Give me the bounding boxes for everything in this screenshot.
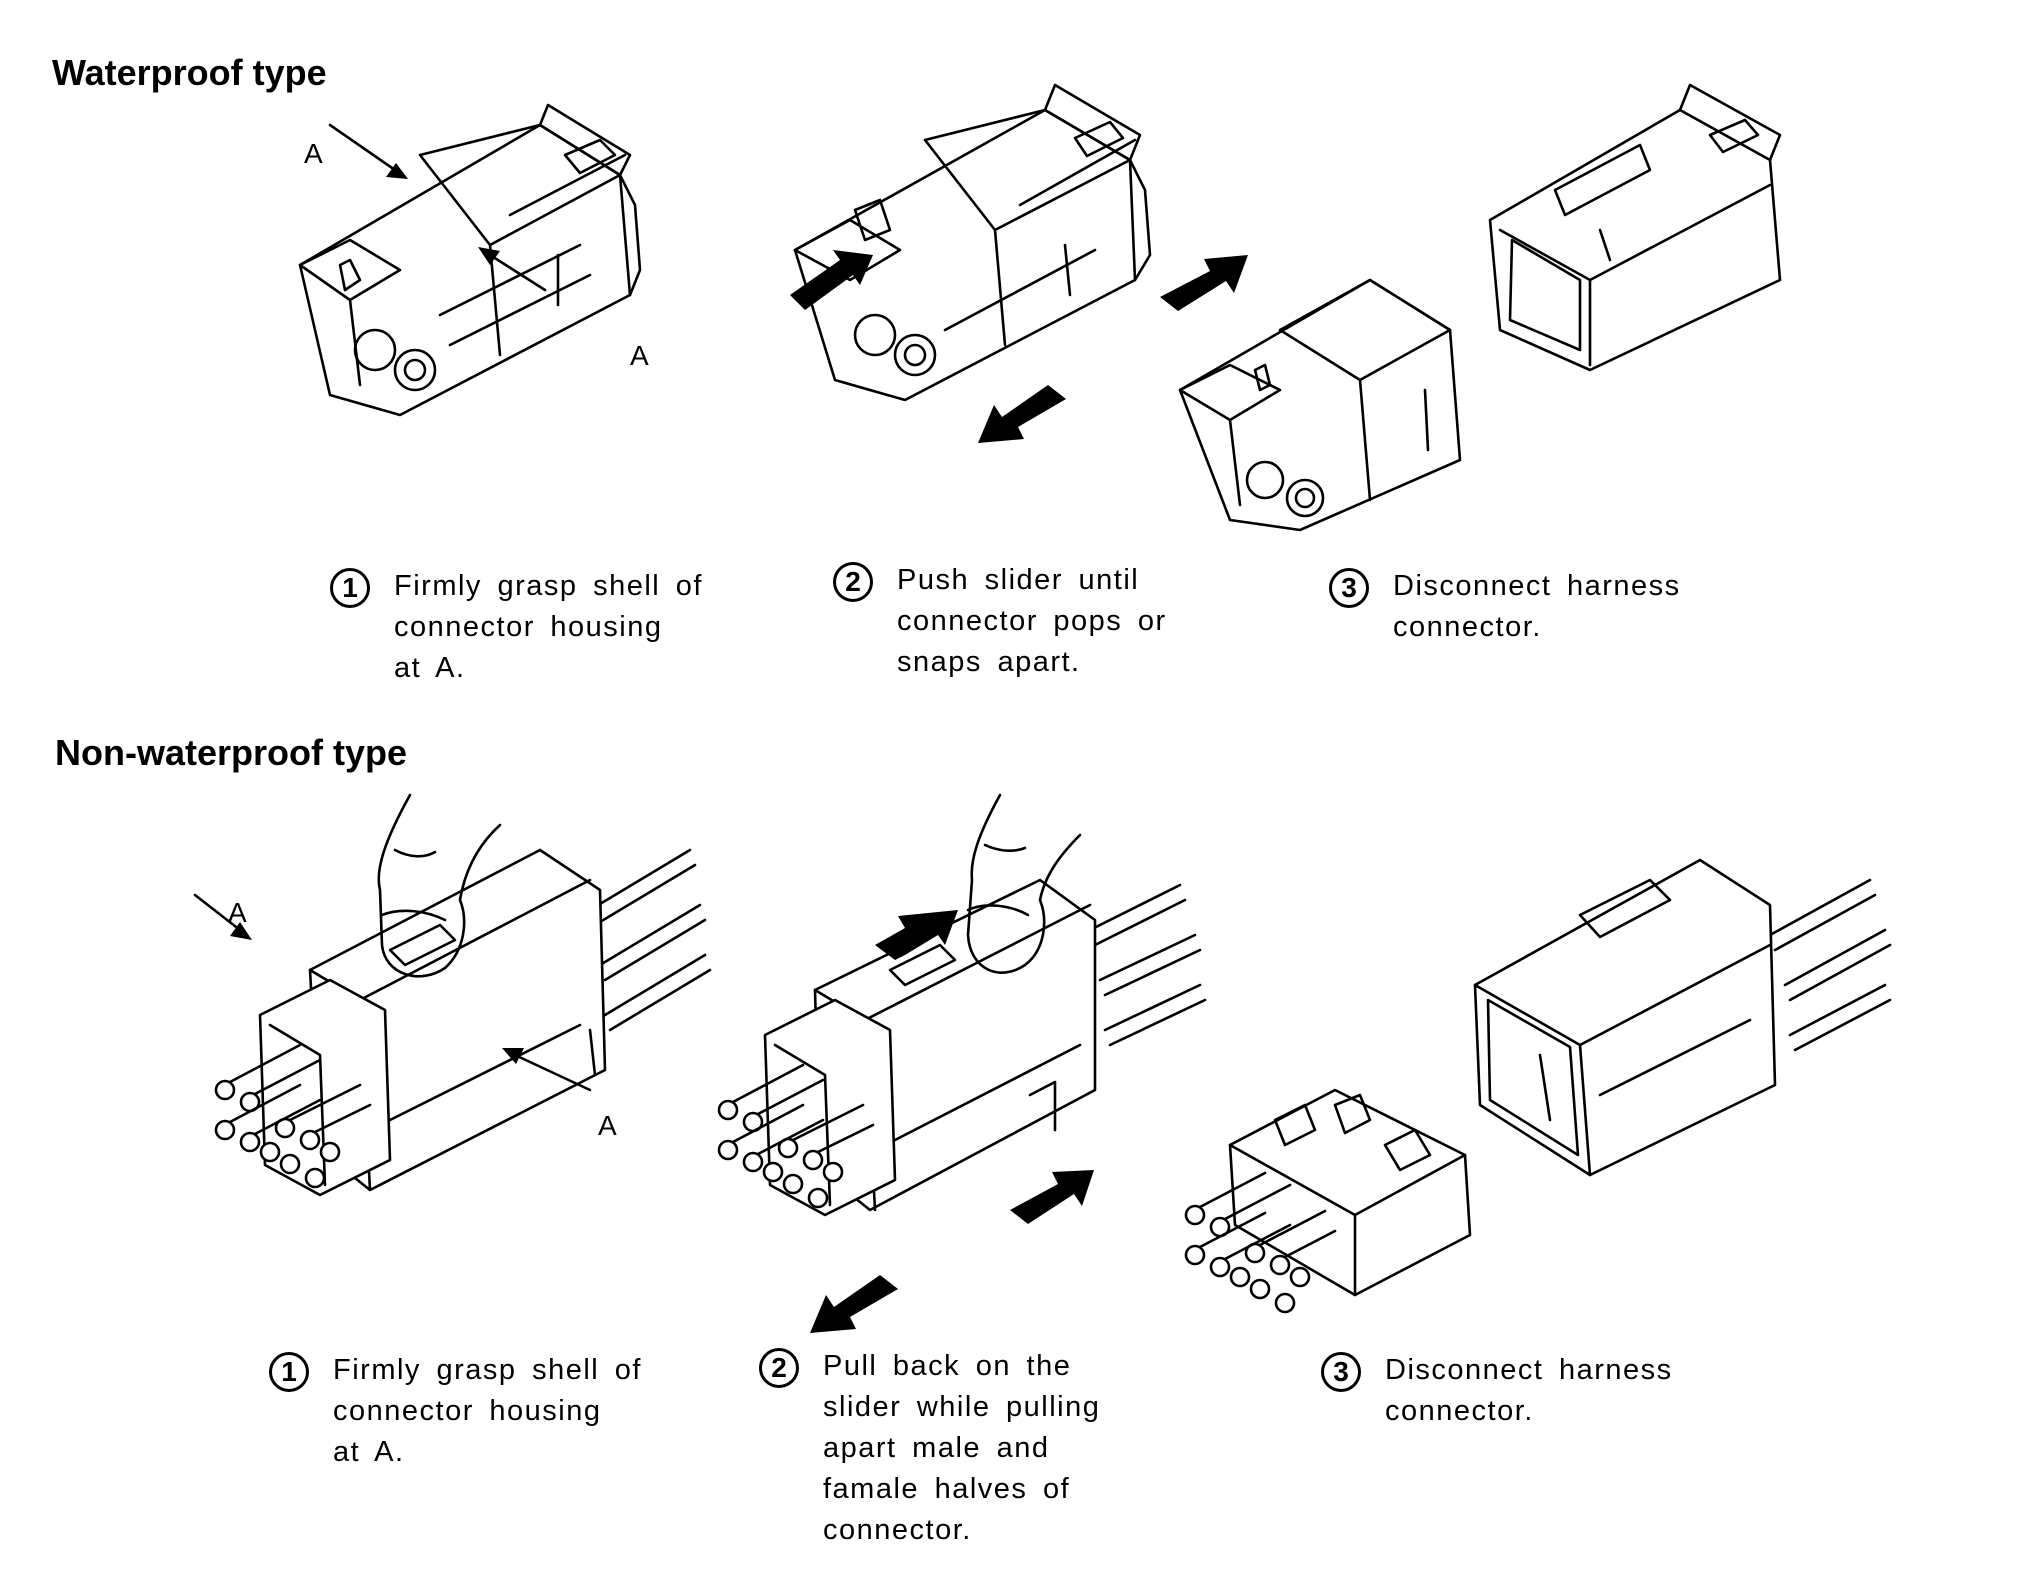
waterproof-step-2: 2 Push slider until connector pops or sn… — [833, 560, 1167, 683]
section-title-non-waterproof: Non-waterproof type — [55, 732, 408, 773]
step-number-badge: 1 — [269, 1352, 309, 1392]
wire-bundle-rear — [588, 848, 712, 1032]
non-waterproof-connector-female-half-illustration — [1473, 858, 1892, 1177]
non-waterproof-step-1: 1 Firmly grasp shell of connector housin… — [269, 1350, 642, 1473]
step-instruction: Push slider until connector pops or snap… — [897, 564, 1167, 678]
step-number-badge: 3 — [1329, 568, 1369, 608]
step-instruction: Firmly grasp shell of connector housing … — [333, 1354, 642, 1468]
callout-label-a: A — [630, 340, 649, 371]
step-instruction: Disconnect harness connector. — [1393, 570, 1681, 643]
separate-arrow-icon — [1160, 255, 1248, 311]
push-arrow-icon — [790, 250, 873, 310]
waterproof-connector-female-half-illustration — [1178, 278, 1462, 532]
callout-label-a: A — [304, 138, 323, 169]
section-title-waterproof: Waterproof type — [52, 52, 327, 93]
non-waterproof-connector-pull-slider-illustration — [717, 793, 1207, 1217]
non-waterproof-step-3: 3 Disconnect harness connector. — [1321, 1350, 1673, 1432]
wire-bundle-rear — [1768, 878, 1892, 1052]
waterproof-step-3: 3 Disconnect harness connector. — [1329, 566, 1681, 648]
non-waterproof-step-2: 2 Pull back on the slider while pulling … — [759, 1346, 1100, 1551]
slider-pull-arrow-icon — [875, 910, 958, 960]
finger-icon — [377, 793, 502, 978]
callout-arrow-a-top — [193, 893, 252, 940]
non-waterproof-connector-male-half-illustration — [1184, 1088, 1472, 1314]
push-together-arrow-icon — [1010, 1170, 1094, 1224]
step-instruction: Disconnect harness connector. — [1385, 1354, 1673, 1427]
step-number-badge: 1 — [330, 568, 370, 608]
wire-bundle-rear — [1088, 883, 1207, 1047]
step-instruction: Firmly grasp shell of connector housing … — [394, 570, 703, 684]
callout-arrow-a-side — [478, 247, 547, 292]
wire-ends — [214, 1079, 341, 1189]
waterproof-connector-male-half-illustration — [1488, 83, 1782, 372]
wire-ends — [717, 1099, 844, 1209]
callout-arrow-a-top — [328, 123, 408, 179]
non-waterproof-connector-grasp-illustration — [193, 793, 712, 1197]
callout-arrow-a-side — [502, 1048, 592, 1092]
waterproof-connector-grasp-illustration — [298, 103, 642, 417]
wire-ends — [1184, 1204, 1311, 1314]
step-number-badge: 2 — [833, 562, 873, 602]
waterproof-connector-push-slider-illustration — [790, 83, 1152, 402]
step-number-badge: 3 — [1321, 1352, 1361, 1392]
waterproof-step-1: 1 Firmly grasp shell of connector housin… — [330, 566, 703, 689]
callout-label-a: A — [598, 1110, 617, 1141]
finger-icon — [966, 793, 1082, 974]
step-instruction: Pull back on the slider while pulling ap… — [823, 1350, 1101, 1546]
callout-label-a: A — [228, 897, 247, 928]
pull-back-arrow-icon — [978, 385, 1066, 443]
pull-apart-arrow-icon — [810, 1275, 898, 1333]
step-number-badge: 2 — [759, 1348, 799, 1388]
